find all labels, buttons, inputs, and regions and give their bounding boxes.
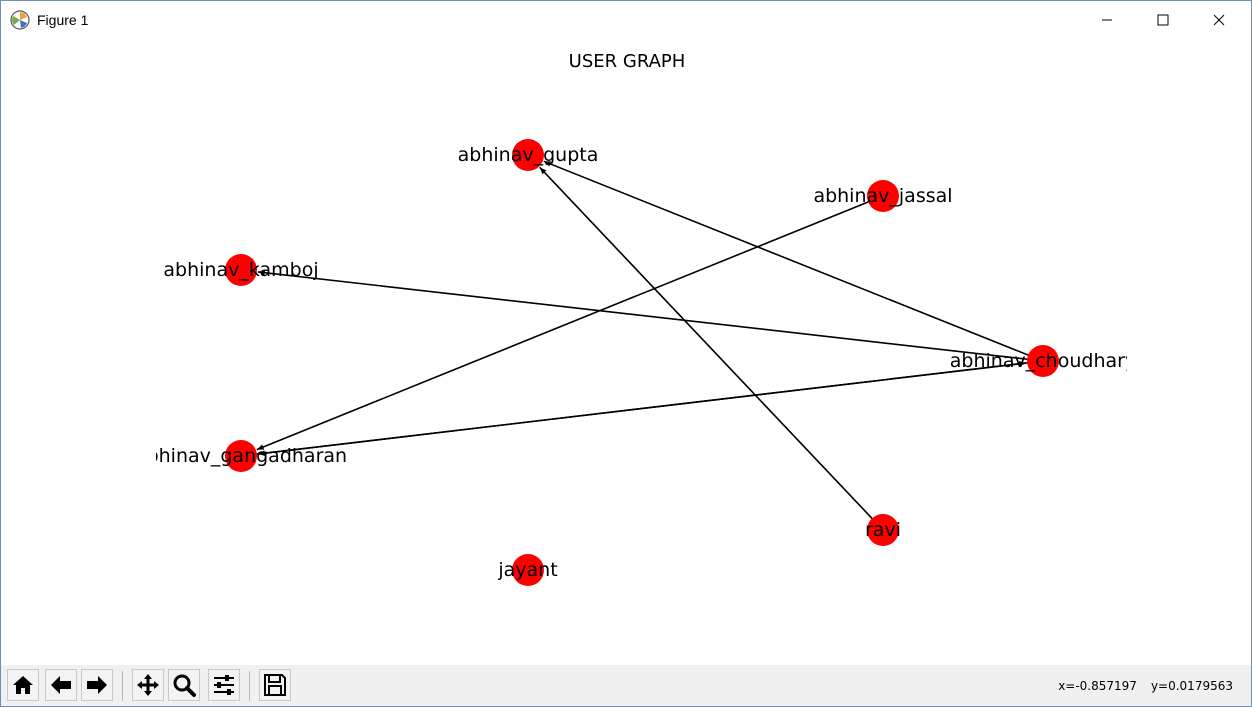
- save-icon: [264, 674, 286, 696]
- navigation-toolbar: x=-0.857197 y=0.0179563: [1, 665, 1251, 706]
- node-label-abhinav_choudhary: abhinav_choudhary: [950, 350, 1136, 372]
- forward-icon: [87, 676, 107, 694]
- graph-node-ravi: [867, 514, 899, 546]
- graph-node-jayant: [512, 554, 544, 586]
- pan-button[interactable]: [132, 669, 164, 701]
- title-bar: Figure 1: [1, 1, 1251, 39]
- back-icon: [51, 676, 71, 694]
- save-button[interactable]: [259, 669, 291, 701]
- maximize-icon: [1157, 14, 1169, 26]
- cursor-x: x=-0.857197: [1058, 679, 1137, 693]
- home-button[interactable]: [7, 669, 39, 701]
- cursor-coordinates: x=-0.857197 y=0.0179563: [1058, 679, 1233, 693]
- minimize-button[interactable]: [1084, 1, 1130, 39]
- home-icon: [13, 676, 33, 694]
- toolbar-separator: [249, 671, 250, 701]
- node-label-abhinav_gupta: abhinav_gupta: [458, 144, 599, 166]
- minimize-icon: [1102, 19, 1112, 21]
- graph-edge-abhinav_choudhary-to-abhinav_gupta: [543, 160, 1030, 357]
- node-label-abhinav_kamboj: abhinav_kamboj: [163, 259, 318, 281]
- node-label-abhinav_jassal: abhinav_jassal: [813, 185, 952, 207]
- graph-node-abhinav_jassal: [867, 180, 899, 212]
- window-title: Figure 1: [37, 12, 89, 28]
- node-label-ravi: ravi: [865, 519, 901, 541]
- maximize-button[interactable]: [1140, 1, 1186, 39]
- forward-button[interactable]: [81, 669, 113, 701]
- zoom-icon: [173, 674, 196, 697]
- graph-plot: USER GRAPH abhinav_gupta abhinav_jassalab…: [135, 51, 1136, 586]
- graph-node-abhinav_kamboj: [225, 254, 257, 286]
- graph-edge-abhinav_jassal-to-abhinav_gangadharan: [256, 200, 870, 451]
- pan-icon: [137, 674, 159, 696]
- close-icon: [1213, 14, 1225, 26]
- node-label-abhinav_gangadharan: abhinav_gangadharan: [135, 445, 347, 467]
- figure-title: USER GRAPH: [569, 51, 686, 72]
- graph-node-abhinav_gupta: [512, 139, 544, 171]
- matplotlib-app-icon: [10, 10, 30, 30]
- close-button[interactable]: [1196, 1, 1242, 39]
- cursor-y: y=0.0179563: [1150, 679, 1233, 693]
- configure-subplots-button[interactable]: [208, 669, 240, 701]
- back-button[interactable]: [45, 669, 77, 701]
- zoom-button[interactable]: [168, 669, 200, 701]
- graph-node-abhinav_choudhary: [1027, 345, 1059, 377]
- toolbar-separator: [122, 671, 123, 701]
- graph-edge-ravi-to-abhinav_gupta: [539, 166, 874, 521]
- graph-node-abhinav_gangadharan: [225, 440, 257, 472]
- graph-edge-abhinav_gangadharan-to-abhinav_choudhary: [255, 361, 1027, 456]
- configure-subplots-icon: [214, 675, 234, 695]
- node-label-jayant: jayant: [497, 559, 557, 581]
- graph-edge-abhinav_choudhary-to-abhinav_kamboj: [257, 269, 1029, 361]
